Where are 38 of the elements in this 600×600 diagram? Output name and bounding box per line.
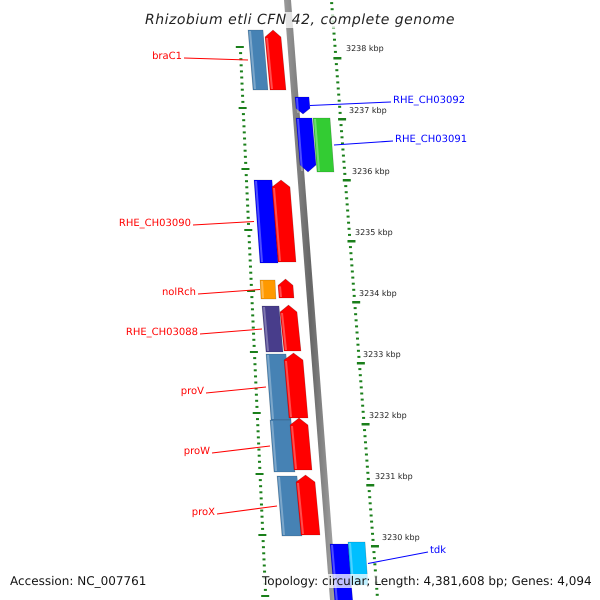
scale-label: 3232 kbp	[369, 411, 407, 421]
gene-label: tdk	[430, 545, 446, 557]
gene-label: proX	[192, 507, 215, 519]
gene-label: nolRch	[162, 287, 196, 299]
scale-label: 3238 kbp	[346, 44, 384, 54]
gene-label: proV	[180, 386, 204, 398]
gene-bar	[270, 420, 295, 472]
scale-label: 3237 kbp	[349, 106, 387, 116]
leader-line	[206, 386, 266, 394]
gene-bar	[254, 180, 278, 263]
leader-line	[198, 289, 260, 294]
gene-bar	[262, 306, 283, 352]
gene-label: proW	[184, 446, 210, 458]
accession-text: Accession: NC_007761	[10, 574, 146, 588]
gene-label: RHE_CH03092	[393, 95, 466, 107]
leader-line	[184, 58, 248, 60]
leader-line	[334, 140, 394, 146]
gene-label: RHE_CH03090	[118, 218, 191, 230]
scale-label: 3234 kbp	[359, 289, 397, 299]
leader-line	[216, 506, 278, 514]
gene-bar	[277, 476, 302, 536]
scale-label: 3235 kbp	[355, 228, 393, 238]
gene-bar	[313, 118, 334, 172]
scale-label: 3236 kbp	[352, 167, 390, 177]
gene-bar	[295, 97, 310, 114]
gene-label: braC1	[152, 51, 182, 63]
scale-label: 3231 kbp	[375, 472, 413, 482]
title: Rhizobium etli CFN 42, complete genome	[145, 12, 455, 28]
leader-line	[310, 102, 392, 106]
gene-label: RHE_CH03088	[126, 327, 198, 339]
scale-label: 3230 kbp	[382, 533, 420, 543]
gene-bar	[260, 280, 276, 299]
leader-line	[368, 552, 428, 564]
gene-bar	[248, 30, 268, 90]
gene-label: RHE_CH03091	[395, 134, 468, 146]
leader-line	[192, 221, 254, 226]
scale-label: 3233 kbp	[363, 350, 401, 360]
leader-line	[200, 328, 262, 334]
